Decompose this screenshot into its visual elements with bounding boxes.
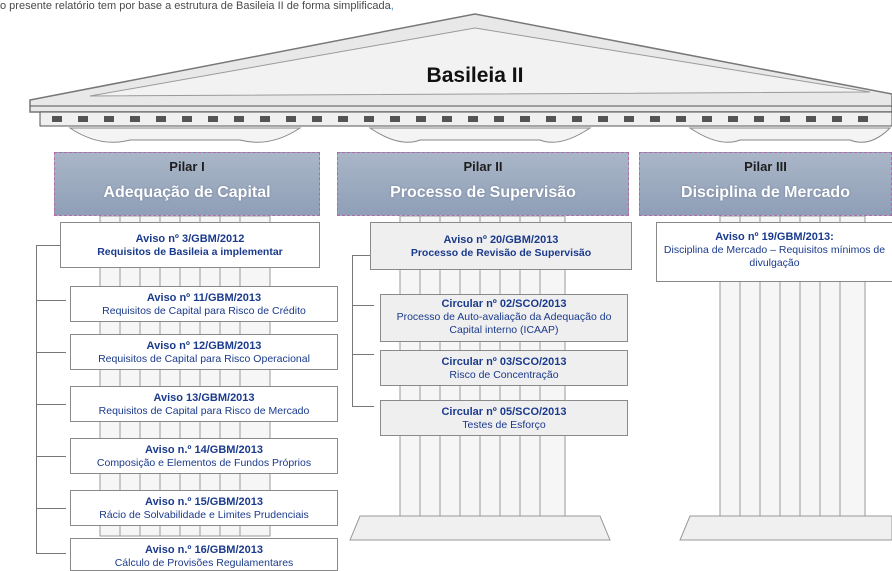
connector-branch xyxy=(352,406,374,407)
connector-trunk-2 xyxy=(352,255,371,407)
connector-trunk-1 xyxy=(36,245,61,554)
box-title: Circular nº 03/SCO/2013 xyxy=(441,356,567,368)
pillar-title: Disciplina de Mercado xyxy=(681,184,850,201)
pillar-name: Pilar III xyxy=(744,159,787,174)
pillar-1-item-4: Aviso n.º 14/GBM/2013 Composição e Eleme… xyxy=(70,438,338,474)
pillar-name: Pilar I xyxy=(169,159,205,174)
connector-branch xyxy=(36,508,66,509)
pillar-header-2: Pilar II Processo de Supervisão xyxy=(337,152,629,216)
pillar-1-main-box: Aviso nº 3/GBM/2012 Requisitos de Basile… xyxy=(60,222,320,268)
pillar-1-item-6: Aviso n.º 16/GBM/2013 Cálculo de Provisõ… xyxy=(70,538,338,571)
box-desc: Disciplina de Mercado – Requisitos mínim… xyxy=(663,244,886,269)
box-desc: Requisitos de Capital para Risco Operaci… xyxy=(98,353,310,365)
pillar-title: Adequação de Capital xyxy=(103,184,271,201)
pillar-header-1: Pilar I Adequação de Capital xyxy=(54,152,320,216)
box-title: Circular nº 02/SCO/2013 xyxy=(441,298,567,310)
box-desc: Requisitos de Capital para Risco de Créd… xyxy=(102,305,306,317)
pillar-name: Pilar II xyxy=(463,159,503,174)
connector-branch xyxy=(36,352,66,353)
box-title: Aviso nº 11/GBM/2013 xyxy=(146,292,262,304)
box-desc: Processo de Revisão de Supervisão xyxy=(410,247,592,259)
connector-branch xyxy=(36,300,66,301)
box-desc: Cálculo de Provisões Regulamentares xyxy=(114,557,294,569)
pillar-1-item-2: Aviso nº 12/GBM/2013 Requisitos de Capit… xyxy=(70,334,338,370)
box-title: Aviso n.º 16/GBM/2013 xyxy=(145,544,263,556)
box-title: Aviso n.º 14/GBM/2013 xyxy=(145,444,263,456)
connector-branch xyxy=(352,305,374,306)
pediment-title: Basileia II xyxy=(427,64,524,87)
caption-body: o presente relatório tem por base a estr… xyxy=(0,0,391,12)
column-1 xyxy=(99,215,271,537)
connector-branch xyxy=(352,354,374,355)
box-title: Circular nº 05/SCO/2013 xyxy=(441,406,567,418)
capital-3 xyxy=(688,127,892,143)
box-desc: Risco de Concentração xyxy=(449,369,559,381)
pillar-header-3: Pilar III Disciplina de Mercado xyxy=(639,152,892,216)
entablature xyxy=(39,111,892,127)
box-desc: Testes de Esforço xyxy=(462,419,546,431)
column-3-base xyxy=(679,515,892,541)
box-desc: Composição e Elementos de Fundos Próprio… xyxy=(96,457,312,469)
box-desc: Processo de Auto-avaliação da Adequação … xyxy=(396,311,612,336)
box-desc: Requisitos de Capital para Risco de Merc… xyxy=(98,405,310,417)
connector-branch xyxy=(36,456,66,457)
box-title: Aviso 13/GBM/2013 xyxy=(153,392,255,404)
box-desc: Rácio de Solvabilidade e Limites Prudenc… xyxy=(99,509,309,521)
caption-text: o presente relatório tem por base a estr… xyxy=(0,0,892,14)
pillar-1-item-5: Aviso n.º 15/GBM/2013 Rácio de Solvabili… xyxy=(70,490,338,526)
caption-link[interactable]: , xyxy=(390,0,394,12)
pillar-2-item-3: Circular nº 05/SCO/2013 Testes de Esforç… xyxy=(380,400,628,436)
pillar-3-main-box: Aviso nº 19/GBM/2013: Disciplina de Merc… xyxy=(656,222,892,282)
connector-branch xyxy=(36,553,66,554)
box-title: Aviso nº 19/GBM/2013: xyxy=(715,231,834,243)
connector-branch xyxy=(36,404,66,405)
triglyphs xyxy=(52,116,868,122)
box-title: Aviso nº 12/GBM/2013 xyxy=(146,340,262,352)
capital-2 xyxy=(368,127,592,143)
box-desc: Requisitos de Basileia a implementar xyxy=(97,246,283,258)
pediment-inner xyxy=(89,27,871,97)
pillar-title: Processo de Supervisão xyxy=(390,184,576,201)
pillar-2-main-box: Aviso nº 20/GBM/2013 Processo de Revisão… xyxy=(370,222,632,270)
box-title: Aviso nº 20/GBM/2013 xyxy=(443,234,559,246)
pillar-1-item-1: Aviso nº 11/GBM/2013 Requisitos de Capit… xyxy=(70,286,338,322)
box-title: Aviso nº 3/GBM/2012 xyxy=(135,233,245,245)
capital-1 xyxy=(68,127,302,143)
box-title: Aviso n.º 15/GBM/2013 xyxy=(145,496,263,508)
pillar-2-item-1: Circular nº 02/SCO/2013 Processo de Auto… xyxy=(380,294,628,342)
column-2-base xyxy=(349,515,611,541)
pillar-2-item-2: Circular nº 03/SCO/2013 Risco de Concent… xyxy=(380,350,628,386)
pillar-1-item-3: Aviso 13/GBM/2013 Requisitos de Capital … xyxy=(70,386,338,422)
